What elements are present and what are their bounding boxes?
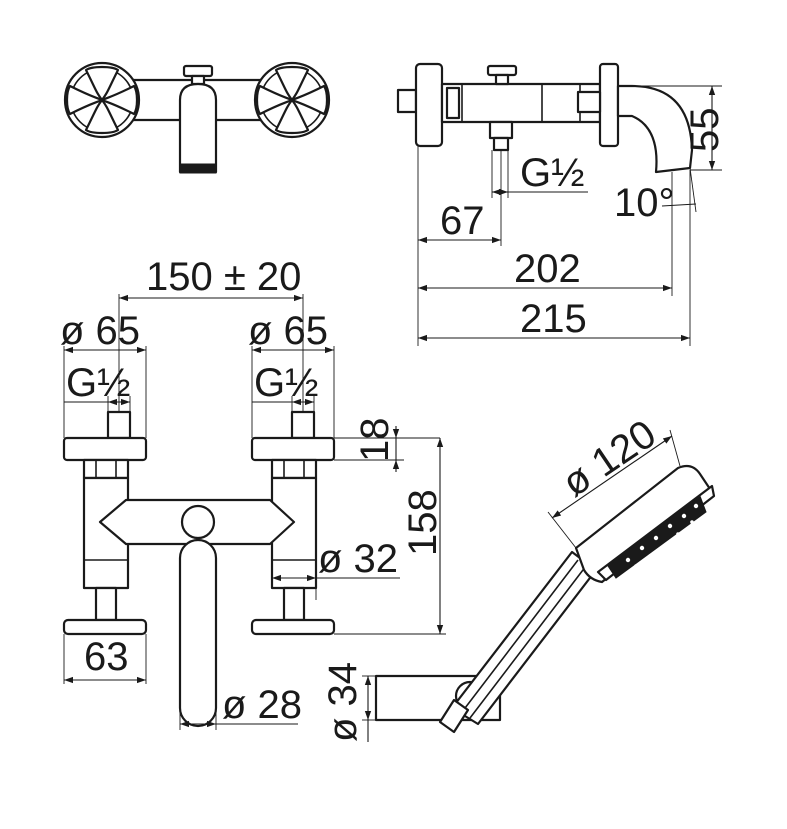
- spout-diameter-label: ø 28: [222, 683, 302, 727]
- front-view: [62, 410, 336, 728]
- side-view-dimensions: G½ 67 55 10° 202 215: [417, 85, 727, 346]
- inlet-thread-left-label: G½: [66, 361, 130, 405]
- length-to-spout-label: 202: [514, 247, 581, 291]
- front-view-dimensions: 150 ± 20 ø 65 ø 65 G½ G½ 18 158: [60, 255, 446, 730]
- top-view: [63, 61, 331, 174]
- flange-height-label: 18: [353, 418, 397, 463]
- side-view: [396, 62, 694, 174]
- inlet-spacing-label: 150 ± 20: [146, 255, 301, 299]
- inlet-thread-right-label: G½: [254, 361, 318, 405]
- shower-head-icon: [574, 464, 716, 584]
- holder-diameter-label: ø 34: [321, 662, 365, 742]
- outlet-offset-label: 67: [440, 199, 485, 243]
- body-diameter-label: ø 32: [318, 537, 398, 581]
- spout-angle-label: 10°: [614, 181, 675, 225]
- overall-height-label: 158: [401, 489, 445, 556]
- left-cross-handle-icon: [63, 61, 141, 139]
- outlet-thread-label: G½: [520, 151, 584, 195]
- handle-diameter-left-label: ø 65: [60, 309, 140, 353]
- escutcheon-width-label: 63: [84, 635, 129, 679]
- spout-drop-label: 55: [683, 108, 727, 153]
- overall-length-label: 215: [520, 297, 587, 341]
- right-cross-handle-icon: [253, 61, 331, 139]
- handle-diameter-right-label: ø 65: [248, 309, 328, 353]
- hand-shower: [374, 464, 716, 734]
